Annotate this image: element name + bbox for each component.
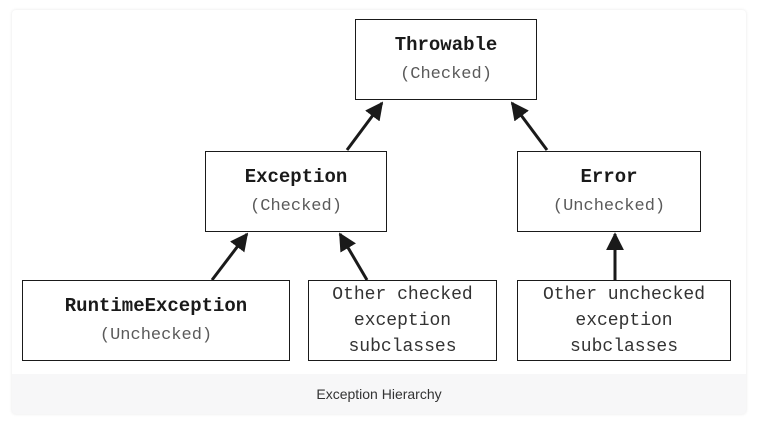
node-other-unchecked-text: Other unchecked exception subclasses: [542, 284, 706, 357]
figure-caption: Exception Hierarchy: [316, 386, 442, 402]
arrow-exception-to-throwable: [345, 101, 384, 151]
figure-card: Throwable (Checked) Exception (Checked) …: [12, 10, 746, 414]
node-throwable-title: Throwable: [394, 33, 498, 56]
node-error: Error (Unchecked): [517, 151, 701, 232]
arrow-error-to-throwable: [510, 101, 549, 151]
node-runtime-exception-title: RuntimeException: [64, 294, 248, 317]
node-throwable-sub: (Checked): [400, 64, 492, 84]
node-other-checked: Other checked exception subclasses: [308, 280, 497, 361]
node-error-sub: (Unchecked): [552, 196, 666, 216]
diagram-canvas: Throwable (Checked) Exception (Checked) …: [12, 10, 746, 374]
node-error-title: Error: [580, 165, 638, 188]
node-runtime-exception-sub: (Unchecked): [99, 325, 213, 345]
node-throwable: Throwable (Checked): [355, 19, 537, 100]
hierarchy-arrows: [210, 101, 624, 281]
node-other-unchecked: Other unchecked exception subclasses: [517, 280, 731, 361]
node-exception: Exception (Checked): [205, 151, 387, 232]
node-other-checked-text: Other checked exception subclasses: [332, 284, 473, 357]
node-exception-title: Exception: [244, 165, 348, 188]
arrow-other-checked-to-exception: [338, 232, 369, 281]
node-runtime-exception: RuntimeException (Unchecked): [22, 280, 290, 361]
arrow-runtime-to-exception: [210, 232, 249, 281]
node-exception-sub: (Checked): [250, 196, 342, 216]
